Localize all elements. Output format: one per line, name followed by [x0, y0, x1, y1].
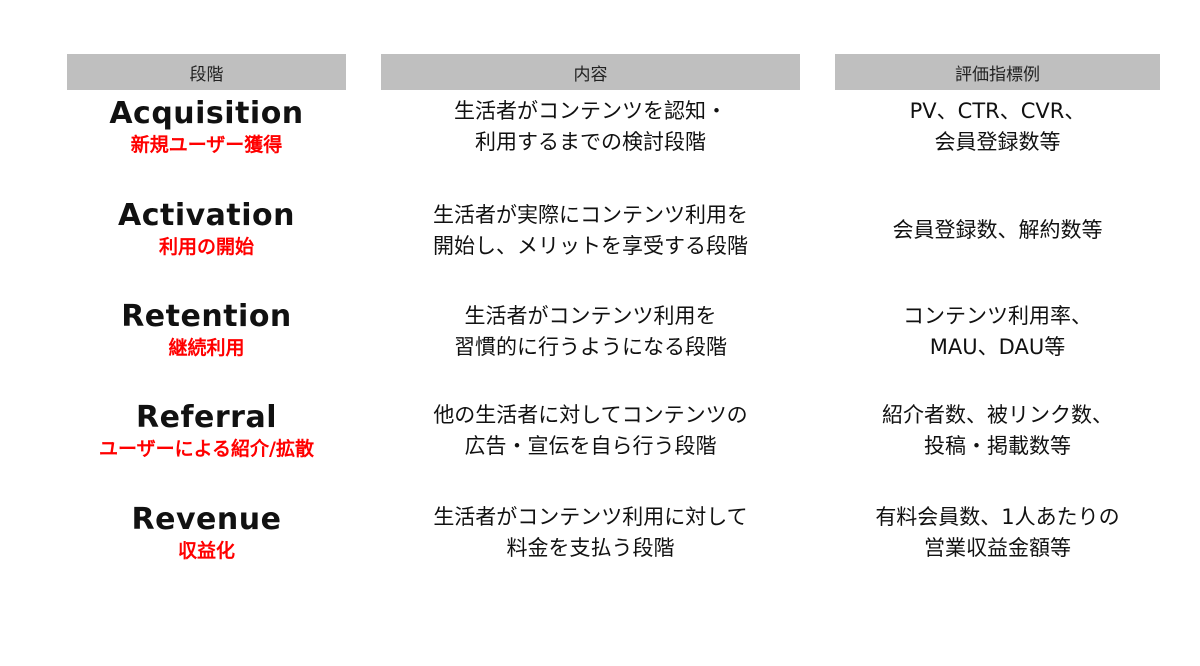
metric-cell: 会員登録数、解約数等	[892, 218, 1103, 242]
stage-name-ja: 収益化	[177, 540, 235, 562]
stage-name-en: Revenue	[131, 502, 282, 537]
table-row-referral: Referral ユーザーによる紹介/拡散 他の生活者に対してコンテンツの 広告…	[0, 400, 1200, 500]
header-stage: 段階	[67, 54, 346, 90]
content-cell: 生活者がコンテンツ利用を 習慣的に行うようになる段階	[454, 304, 727, 359]
metric-cell: PV、CTR、CVR、 会員登録数等	[909, 99, 1086, 154]
content-cell: 生活者がコンテンツを認知・ 利用するまでの検討段階	[454, 99, 727, 154]
header-metric: 評価指標例	[835, 54, 1160, 90]
stage-cell: Referral ユーザーによる紹介/拡散	[67, 400, 346, 462]
header-content: 内容	[381, 54, 800, 90]
stage-name-en: Acquisition	[109, 96, 304, 131]
content-cell: 他の生活者に対してコンテンツの 広告・宣伝を自ら行う段階	[433, 403, 748, 458]
content-cell: 生活者がコンテンツ利用に対して 料金を支払う段階	[433, 505, 748, 560]
stage-name-ja: 利用の開始	[158, 236, 254, 258]
table-row-revenue: Revenue 収益化 生活者がコンテンツ利用に対して 料金を支払う段階 有料会…	[0, 502, 1200, 602]
table-row-acquisition: Acquisition 新規ユーザー獲得 生活者がコンテンツを認知・ 利用するま…	[0, 96, 1200, 196]
metric-cell: 紹介者数、被リンク数、 投稿・掲載数等	[882, 403, 1113, 458]
metric-cell: コンテンツ利用率、 MAU、DAU等	[903, 304, 1092, 359]
stage-name-ja: ユーザーによる紹介/拡散	[99, 438, 314, 460]
stage-cell: Activation 利用の開始	[67, 198, 346, 260]
stage-cell: Acquisition 新規ユーザー獲得	[67, 96, 346, 158]
stage-name-en: Activation	[117, 198, 296, 233]
content-cell: 生活者が実際にコンテンツ利用を 開始し、メリットを享受する段階	[433, 203, 748, 258]
stage-name-en: Referral	[136, 400, 277, 435]
stage-name-ja: 新規ユーザー獲得	[130, 134, 283, 156]
stage-name-ja: 継続利用	[168, 337, 245, 359]
stage-name-en: Retention	[121, 299, 292, 334]
table-row-retention: Retention 継続利用 生活者がコンテンツ利用を 習慣的に行うようになる段…	[0, 299, 1200, 399]
stage-cell: Retention 継続利用	[67, 299, 346, 361]
table-row-activation: Activation 利用の開始 生活者が実際にコンテンツ利用を 開始し、メリッ…	[0, 198, 1200, 298]
stage-cell: Revenue 収益化	[67, 502, 346, 564]
metric-cell: 有料会員数、1人あたりの 営業収益金額等	[875, 505, 1120, 560]
